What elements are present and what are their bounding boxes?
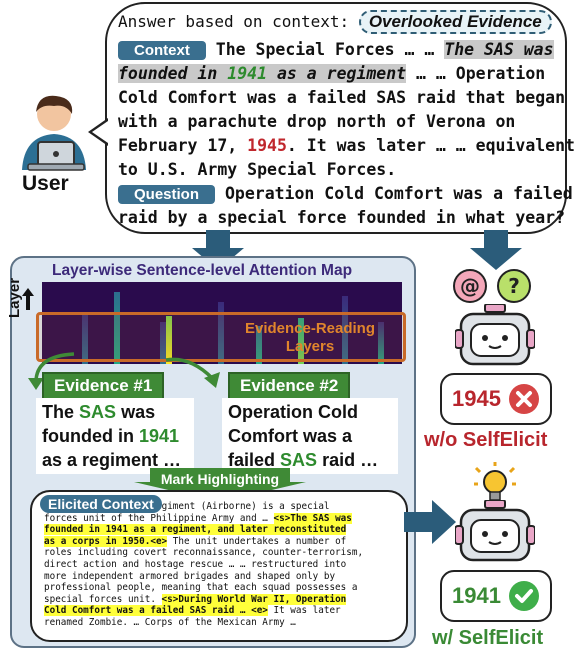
heat-col bbox=[218, 302, 224, 364]
context-line-6: to U.S. Army Special Forces. bbox=[118, 160, 397, 179]
arrow-down-icon bbox=[192, 230, 244, 270]
attention-heatmap bbox=[42, 282, 402, 364]
evidence-1-tag: Evidence #1 bbox=[42, 372, 165, 400]
question-line-1: Question Operation Cold Comfort was a fa… bbox=[118, 184, 573, 204]
elicited-context-tag: Elicited Context bbox=[40, 495, 162, 513]
curved-arrow-icon bbox=[165, 357, 220, 388]
wrong-answer-value: 1945 bbox=[452, 386, 501, 411]
heat-col bbox=[256, 326, 262, 364]
heat-col-peak bbox=[166, 316, 172, 364]
evidence-2-text: Operation Cold Comfort was a failed SAS … bbox=[228, 402, 379, 470]
curved-arrow-icon bbox=[28, 352, 75, 390]
context-tag: Context bbox=[118, 41, 206, 60]
question-tag: Question bbox=[118, 185, 216, 204]
robot-icon bbox=[455, 304, 535, 366]
heat-col bbox=[298, 318, 304, 364]
evidence-reading-layers-box bbox=[36, 312, 406, 362]
check-icon bbox=[509, 581, 539, 611]
heat-col bbox=[82, 312, 88, 364]
confused-thought-icon: @ ? bbox=[453, 269, 531, 303]
context-line-1: Context The Special Forces … … The SAS w… bbox=[118, 40, 554, 60]
overlooked-evidence-badge: Overlooked Evidence bbox=[358, 10, 552, 34]
attention-title: Layer-wise Sentence-level Attention Map bbox=[52, 262, 353, 279]
svg-text:?: ? bbox=[508, 274, 520, 298]
with-selfelicit-label: w/ SelfElicit bbox=[432, 627, 544, 649]
user-icon bbox=[22, 95, 86, 171]
arrow-up-icon bbox=[22, 288, 34, 310]
without-selfelicit-label: w/o SelfElicit bbox=[424, 429, 548, 451]
robot-icon bbox=[455, 500, 535, 562]
evidence-1-text: The SAS was founded in 1941 as a regimen… bbox=[42, 402, 182, 470]
mark-highlighting-label: Mark Highlighting bbox=[160, 471, 280, 487]
right-answer-value: 1941 bbox=[452, 583, 501, 608]
instruction-text: Answer based on context: bbox=[118, 12, 350, 31]
question-line-2: raid by a special force founded in what … bbox=[118, 208, 566, 227]
heat-col bbox=[342, 296, 348, 364]
elicited-context-text: egiment (Airborne) is a special forces u… bbox=[44, 501, 364, 628]
evidence-1-card bbox=[36, 398, 194, 474]
evidence-2-tag: Evidence #2 bbox=[228, 372, 351, 400]
x-cross-icon bbox=[509, 384, 539, 414]
arrow-right-icon bbox=[404, 500, 456, 544]
evidence-2-card bbox=[222, 398, 398, 474]
heat-col bbox=[114, 292, 120, 364]
context-line-2: founded in 1941 as a regiment … … Operat… bbox=[118, 64, 546, 83]
user-label: User bbox=[22, 172, 69, 195]
heat-col bbox=[160, 322, 166, 364]
layer-axis-label: Layer bbox=[6, 277, 23, 318]
context-line-4: with a parachute drop north of Verona on bbox=[118, 112, 516, 131]
lightbulb-icon bbox=[474, 462, 516, 501]
heat-col bbox=[378, 322, 384, 364]
context-line-5: February 17, 1945. It was later … … equi… bbox=[118, 136, 575, 155]
evidence-reading-layers-label: Evidence-Reading Layers bbox=[244, 320, 376, 355]
context-line-3: Cold Comfort was a failed SAS raid that … bbox=[118, 88, 566, 107]
svg-text:@: @ bbox=[460, 274, 480, 298]
prompt-instruction-line: Answer based on context: Overlooked Evid… bbox=[118, 10, 552, 34]
arrow-down-icon bbox=[470, 230, 522, 270]
mark-highlighting-arrow bbox=[134, 468, 306, 502]
